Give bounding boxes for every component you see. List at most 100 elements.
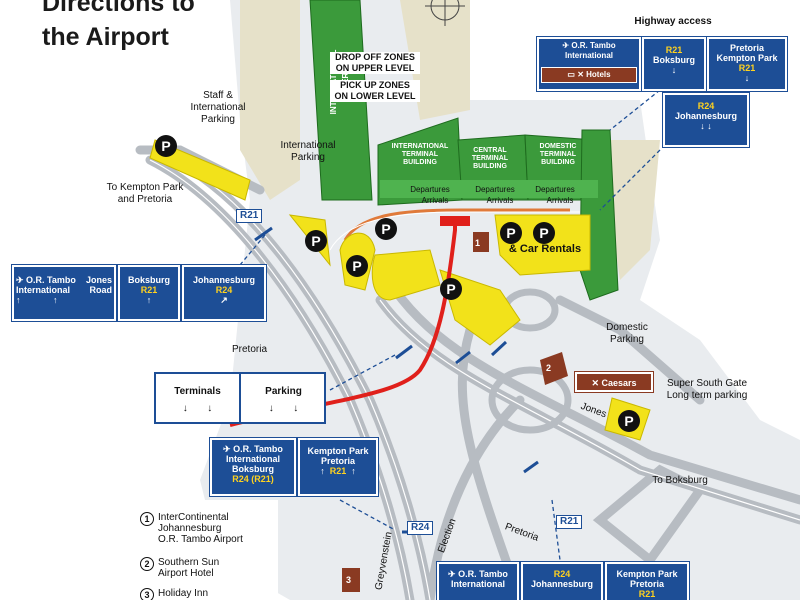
legend-item-1: 1 InterContinental Johannesburg O.R. Tamb… <box>140 512 243 545</box>
sign-top-pretoria-route: R21 <box>738 63 756 73</box>
hotel-marker-3 <box>342 568 360 592</box>
international-terminal-label: INTERNATIONAL TERMINAL BUILDING <box>391 143 449 166</box>
legend-number-1: 1 <box>140 512 154 526</box>
legend-number-2: 2 <box>140 557 154 571</box>
sign-top-r24-place: Johannesburg <box>674 111 737 121</box>
title-line-2: the Airport <box>42 23 169 51</box>
route-shield-r21-west: R21 <box>236 209 263 223</box>
caesars-badge: ✕ Caesars <box>574 371 654 393</box>
departures-label-domestic: Departures <box>535 185 575 194</box>
legend-text-2: Southern Sun Airport Hotel <box>158 557 220 579</box>
to-boksburg-label: To Boksburg <box>652 475 708 486</box>
sign-left-jhb-place: Johannesburg <box>192 275 255 285</box>
legend-number-3: 3 <box>140 588 154 600</box>
sign-bot-airport: ✈ O.R. Tambo International <box>436 561 520 600</box>
sign-top-airport-label: O.R. Tambo International <box>564 41 616 60</box>
sign-left-jones-line1: Jones <box>85 275 112 285</box>
arrow-up-icon: ↑ ↑ <box>16 295 58 305</box>
sign-leaders <box>239 89 661 561</box>
hotel-marker-1 <box>473 232 489 252</box>
sign-left-boksburg: Boksburg R21 ↑ <box>117 264 181 322</box>
sign-top-boksburg-place: Boksburg <box>652 55 695 65</box>
arrow-down-icon: ↓ <box>744 73 750 83</box>
sign-top-r24: R24 Johannesburg ↓ ↓ <box>662 92 750 148</box>
sign-top-boksburg: R21 Boksburg ↓ <box>641 36 707 92</box>
parking-marker-parkade-b: P <box>440 278 462 300</box>
parkade-a <box>371 249 441 301</box>
sign-top-pretoria-line1: Pretoria <box>729 43 764 53</box>
plane-icon: ✈ <box>223 444 234 454</box>
sign-bot-airport-row1: ✈ O.R. Tambo <box>441 569 515 579</box>
sign-mid-airport-line2: International <box>225 454 280 464</box>
sign-left-boksburg-route: R21 <box>140 285 158 295</box>
drop-off-callout: DROP OFF ZONES ON UPPER LEVEL <box>330 52 420 74</box>
international-parking-callout: International Parking <box>280 140 336 163</box>
sign-top-pretoria-line2: Kempton Park <box>716 53 778 63</box>
hotel-marker-2 <box>540 352 568 385</box>
title-line-1: Directions to <box>42 0 195 17</box>
sign-top-airport-text: ✈ O.R. Tambo International <box>541 41 637 61</box>
sign-left-airport: ✈ O.R. Tambo Jones International Road ↑ … <box>11 264 117 322</box>
hotel-legend: 1 InterContinental Johannesburg O.R. Tamb… <box>138 500 278 600</box>
map-title: Directions to the Airport <box>42 0 195 54</box>
central-terminal-label: CENTRAL TERMINAL BUILDING <box>471 147 509 170</box>
legend-text-1: InterContinental Johannesburg O.R. Tambo… <box>158 512 243 545</box>
hotel-number-3: 3 <box>346 575 352 585</box>
sign-left-boksburg-place: Boksburg <box>127 275 170 285</box>
sign-mid-airport-route: R24 (R21) <box>232 474 274 484</box>
sign-mid-kempton-route-row: ↑ R21 ↑ <box>302 466 374 476</box>
highway-access-label: Highway access <box>634 16 712 27</box>
sign-top-hotels-label: Hotels <box>586 70 611 79</box>
plane-icon: ✈ <box>562 41 572 50</box>
parking-marker-domestic: P <box>533 222 555 244</box>
sign-top-r24-route: R24 <box>697 101 715 111</box>
sign-mid-kempton-line1: Kempton Park <box>307 446 369 456</box>
sign-bot-kempton-route: R21 <box>638 589 656 599</box>
sign-parking-panel: Parking ↓ ↓ <box>243 374 324 422</box>
sign-left-airport-row2: International Road <box>16 285 112 295</box>
arrivals-label-domestic: Arrivals <box>546 196 574 205</box>
sign-bot-kempton-line1: Kempton Park <box>616 569 678 579</box>
bed-icon: ▭ ✕ <box>567 70 587 79</box>
arrow-down-icon: ↓ ↓ <box>268 403 299 414</box>
caesars-label: Caesars <box>601 378 637 388</box>
sign-top-hotels: ▭ ✕ Hotels <box>541 67 637 83</box>
staff-parking <box>149 139 251 201</box>
sign-bot-kempton-line2: Pretoria <box>629 579 664 589</box>
sign-mid-airport-line3: Boksburg <box>231 464 274 474</box>
sign-bot-airport-line1: O.R. Tambo <box>458 569 508 579</box>
parking-marker-international: P <box>305 230 327 252</box>
sign-left-airport-line1: O.R. Tambo <box>26 275 76 285</box>
sign-bot-r24-route: R24 <box>553 569 571 579</box>
arrivals-label-international: Arrivals <box>421 196 449 205</box>
legend-item-2: 2 Southern Sun Airport Hotel <box>140 557 220 579</box>
sign-terminals-label: Terminals <box>174 386 221 397</box>
arrow-down-icon: ↓ ↓ <box>700 121 712 131</box>
sign-terminals-panel: Terminals ↓ ↓ <box>156 374 241 422</box>
sign-bot-r24: R24 Johannesburg <box>520 561 604 600</box>
arrow-up-icon: ↑ <box>346 466 356 476</box>
arrow-up-icon: ↑ <box>146 295 152 305</box>
sign-mid-airport-line1: O.R. Tambo <box>233 444 283 454</box>
arrow-down-icon: ↓ ↓ <box>182 403 213 414</box>
hotel-number-2: 2 <box>546 363 552 373</box>
compass <box>425 0 465 26</box>
pick-up-callout: PICK UP ZONES ON LOWER LEVEL <box>330 80 420 102</box>
road-bars <box>254 226 572 534</box>
sign-mid-kempton-line2: Pretoria <box>320 456 355 466</box>
sign-left-jhb-route: R24 <box>215 285 233 295</box>
sign-mid-kempton: Kempton Park Pretoria ↑ R21 ↑ <box>297 437 379 497</box>
departures-band <box>380 180 598 198</box>
super-south-gate-callout: Super South Gate Long term parking <box>666 378 748 401</box>
sign-mid-kempton-route: R21 <box>329 466 347 476</box>
domestic-parking-callout: Domestic Parking <box>606 322 648 345</box>
arrow-up-icon: ↑ <box>320 466 330 476</box>
airport-road-arc <box>343 208 570 241</box>
arrow-down-icon: ↓ <box>671 65 677 75</box>
road-label-pretoria: Pretoria <box>232 344 268 355</box>
sign-top-airport: ✈ O.R. Tambo International ▭ ✕ Hotels <box>536 36 642 92</box>
parking-marker-staff: P <box>155 135 177 157</box>
arrow-up-icon: ↗ <box>220 295 228 305</box>
departures-label-international: Departures <box>410 185 450 194</box>
